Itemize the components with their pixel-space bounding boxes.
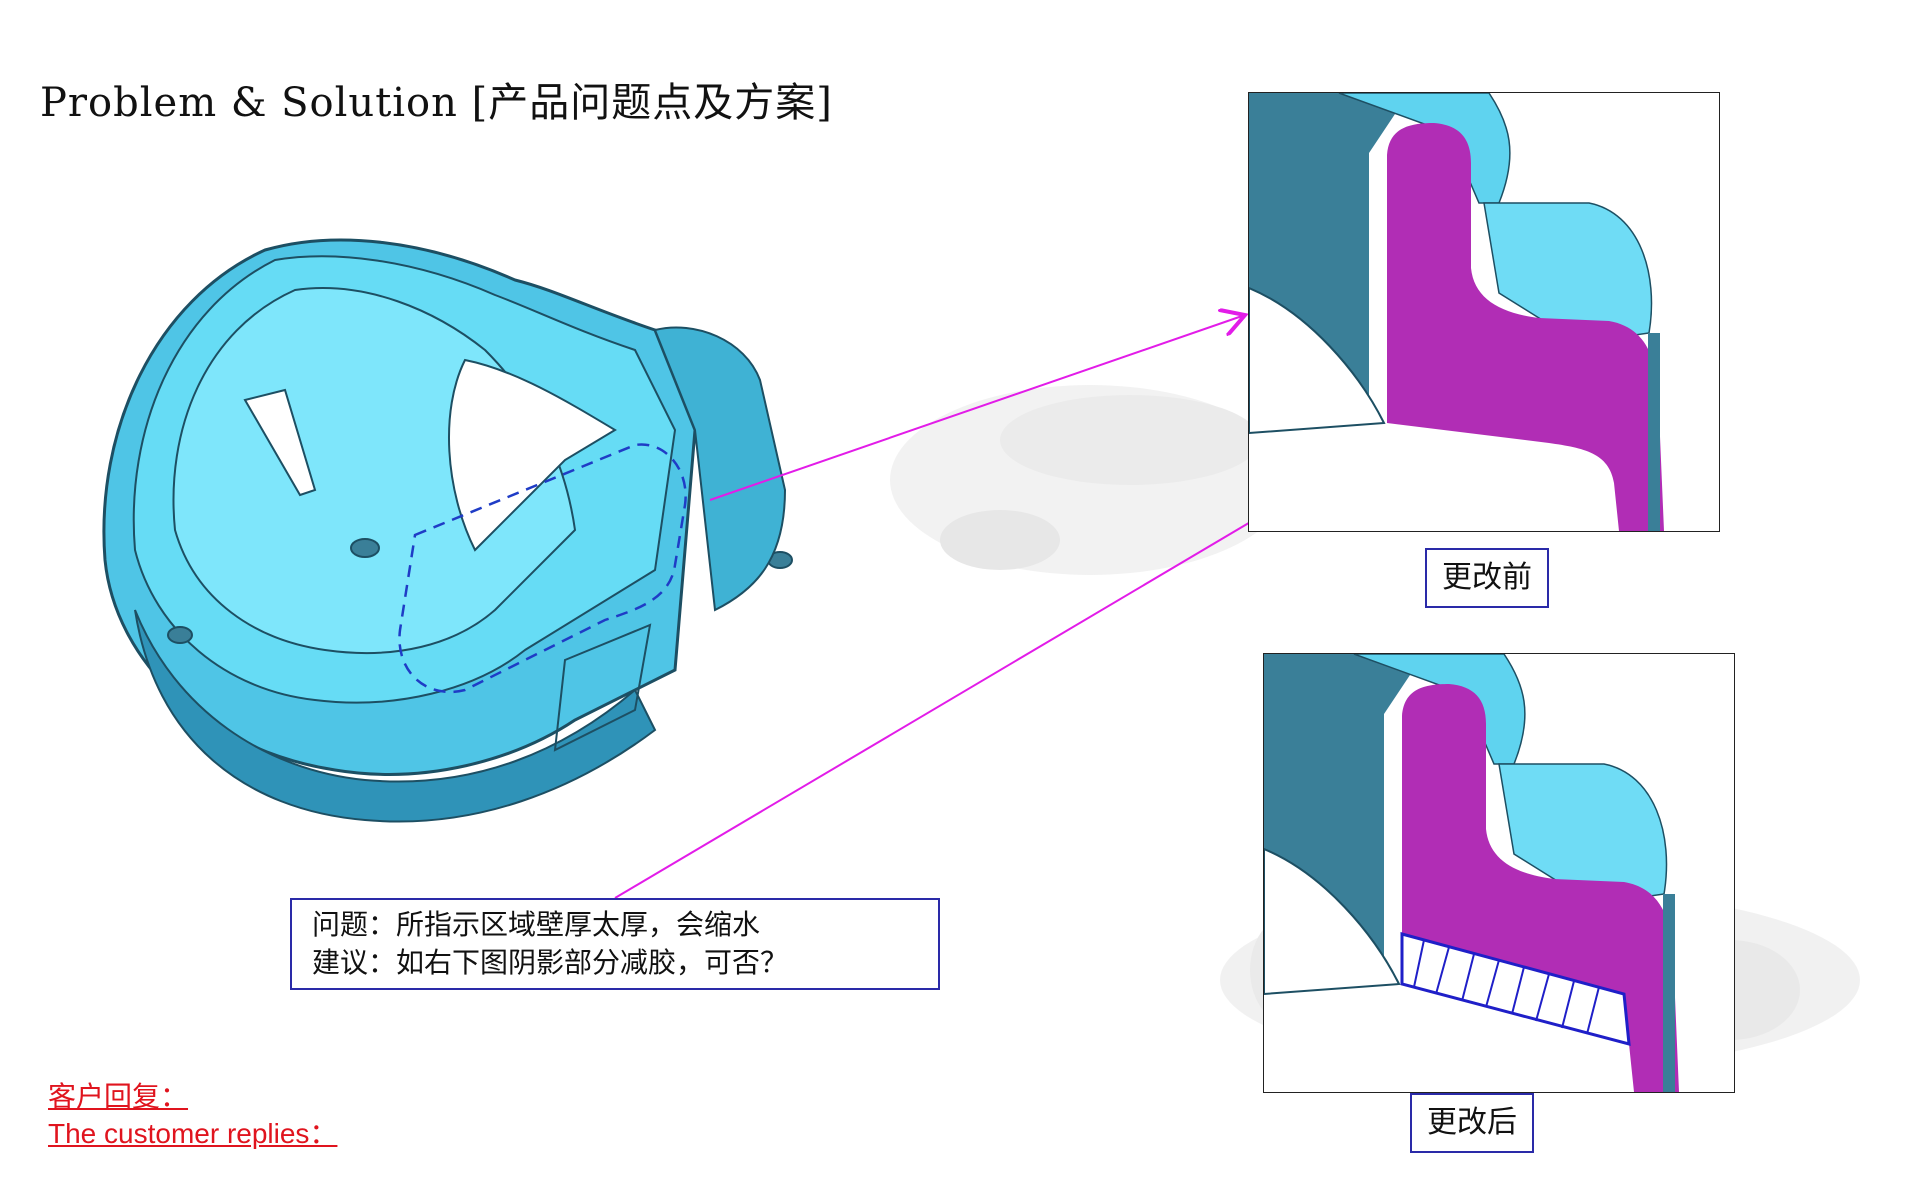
section-view-before [1248, 92, 1720, 532]
page-title: Problem & Solution [产品问题点及方案] [40, 80, 833, 126]
suggestion-text: 建议：如右下图阴影部分减胶，可否？ [312, 946, 789, 979]
label-before: 更改前 [1425, 548, 1549, 608]
section-view-after [1263, 653, 1735, 1093]
part-3d-model [102, 238, 793, 823]
customer-reply-en: The customer replies： [48, 1118, 338, 1149]
problem-note-box: 问题：所指示区域壁厚太厚，会缩水 建议：如右下图阴影部分减胶，可否？ [290, 898, 940, 990]
label-after: 更改后 [1410, 1093, 1534, 1153]
customer-reply-cn: 客户回复： [48, 1081, 189, 1112]
problem-text: 问题：所指示区域壁厚太厚，会缩水 [312, 908, 761, 941]
watermark-car-image [890, 385, 1290, 575]
